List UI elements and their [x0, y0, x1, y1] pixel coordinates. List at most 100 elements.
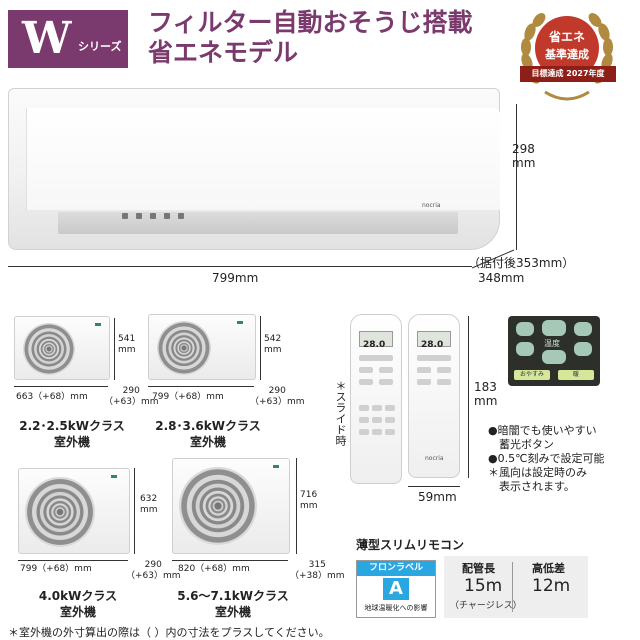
odu2-width-line — [148, 386, 254, 387]
odu2-depth-value: 290 — [268, 386, 286, 396]
odu1-depth-sub: （+63）mm — [104, 397, 159, 407]
series-suffix: シリーズ — [78, 40, 122, 53]
odu2-height: 542 mm — [264, 334, 282, 356]
remote-width: 59mm — [418, 490, 457, 504]
odu1-height-value: 541 — [118, 334, 136, 344]
indoor-unit-indicators — [122, 204, 192, 219]
indoor-unit-louver — [58, 212, 458, 234]
freon-label-note: 地球温暖化への影響 — [364, 604, 428, 612]
footnote: ＊室外機の外寸算出の際は（ ）内の寸法をプラスしてください。 — [8, 626, 330, 639]
odu3-height-value: 632 — [140, 494, 158, 504]
odu3-name: 4.0kWクラス — [38, 589, 118, 603]
fan-grille-icon — [157, 321, 211, 375]
indoor-height-value: 298 — [512, 142, 535, 156]
odu4-height-value: 716 — [300, 490, 318, 500]
odu2-label: 2.8･3.6kWクラス 室外機 — [148, 418, 268, 450]
feature-line-5: 表示されます。 — [488, 480, 575, 493]
odu3-width: 799（+68）mm — [20, 564, 92, 574]
spec-head-height: 高低差 — [532, 562, 565, 575]
closeup-left-label: おやすみ — [514, 370, 550, 380]
remote-buttons-closeup: 温度 おやすみ 暖 — [508, 316, 600, 386]
odu3-height-line — [134, 468, 135, 554]
odu1-height-line — [114, 318, 115, 380]
odu3-height: 632 mm — [140, 494, 158, 516]
outdoor-unit-2-image — [148, 314, 256, 380]
spec-sub-pipe: （チャージレス） — [450, 601, 522, 611]
depth-dimension-line — [471, 249, 515, 269]
remote-height-unit: mm — [474, 394, 498, 408]
freon-label-grade: A — [383, 578, 409, 600]
odu2-height-line — [260, 316, 261, 380]
odu4-depth-value: 315 — [308, 560, 326, 570]
odu1-height-unit: mm — [118, 345, 136, 355]
freon-label-badge: フロンラベル A 地球温暖化への影響 — [356, 560, 436, 618]
fan-grille-icon — [179, 467, 257, 545]
freon-label-title: フロンラベル — [357, 561, 435, 576]
odu1-width: 663（+68）mm — [16, 392, 88, 402]
headline: フィルター自動おそうじ搭載 省エネモデル — [148, 8, 473, 68]
indoor-depth-note: （据付後353mm） — [468, 256, 575, 270]
odu1-name: 2.2･2.5kWクラス — [19, 419, 125, 433]
indoor-depth: 348mm — [478, 271, 525, 285]
odu3-height-unit: mm — [140, 505, 158, 515]
odu3-depth-sub: （+63）mm — [126, 571, 181, 581]
odu2-depth: 290 （+63）mm — [250, 386, 305, 408]
odu4-height-line — [296, 458, 297, 554]
closeup-center-label: 温度 — [544, 339, 560, 348]
remote-width-line — [408, 486, 460, 487]
series-letter: W — [22, 13, 72, 64]
medal-line2: 基準達成 — [545, 48, 589, 61]
odu4-depth-sub: （+38）mm — [290, 571, 345, 581]
remote-title: 薄型スリムリモコン — [356, 538, 465, 552]
feature-line-1: ●暗闇でも使いやすい — [488, 424, 597, 437]
indoor-height-unit: mm — [512, 156, 536, 170]
odu1-depth-value: 290 — [122, 386, 140, 396]
odu2-height-value: 542 — [264, 334, 282, 344]
odu2-width: 799（+68）mm — [152, 392, 224, 402]
width-dimension-line — [8, 266, 472, 267]
odu2-name: 2.8･3.6kWクラス — [155, 419, 261, 433]
odu2-height-unit: mm — [264, 345, 282, 355]
medal-ribbon: 目標達成 2027年度 — [520, 66, 616, 82]
series-badge: W シリーズ — [8, 10, 128, 68]
odu1-label: 2.2･2.5kWクラス 室外機 — [12, 418, 132, 450]
feature-line-3: ●0.5℃刻みで設定可能 — [488, 452, 605, 465]
odu4-width-line — [172, 560, 288, 561]
height-dimension-line — [516, 104, 517, 250]
odu4-label: 5.6～7.1kWクラス 室外機 — [168, 588, 298, 620]
outdoor-unit-1-image — [14, 316, 110, 380]
headline-line1: フィルター自動おそうじ搭載 — [148, 8, 473, 37]
remote-brand: nocria — [425, 455, 444, 462]
slide-note: ＊スライド時 — [334, 380, 347, 446]
spec-head-pipe: 配管長 — [462, 562, 495, 575]
remote-height-value: 183 — [474, 380, 497, 394]
odu4-height: 716 mm — [300, 490, 318, 512]
odu3-name-sub: 室外機 — [59, 605, 96, 619]
remote-screen-value-2: 28.0 — [421, 340, 444, 350]
odu1-height: 541 mm — [118, 334, 136, 356]
remote-slid-image: 28.0 — [350, 314, 402, 484]
remote-closed-image: 28.0 nocria — [408, 314, 460, 478]
indoor-width: 799mm — [212, 271, 259, 285]
remote-height-line — [468, 316, 469, 478]
outdoor-unit-3-image — [18, 468, 130, 554]
odu4-height-unit: mm — [300, 501, 318, 511]
indoor-unit-front-panel — [26, 108, 500, 210]
odu3-depth: 290 （+63）mm — [126, 560, 181, 582]
remote-screen-value-1: 28.0 — [363, 340, 386, 350]
feature-line-4: ＊風向は設定時のみ — [488, 466, 587, 479]
spec-value-pipe: 15m — [464, 576, 503, 596]
odu3-width-line — [18, 560, 128, 561]
feature-line-2: 蓄光ボタン — [488, 438, 554, 451]
spec-value-height: 12m — [532, 576, 571, 596]
outdoor-unit-4-image — [172, 458, 290, 554]
odu4-name-sub: 室外機 — [214, 605, 251, 619]
odu1-depth: 290 （+63）mm — [104, 386, 159, 408]
fan-grille-icon — [25, 477, 95, 547]
spec-box: 配管長 15m （チャージレス） 高低差 12m — [444, 556, 588, 618]
odu3-label: 4.0kWクラス 室外機 — [18, 588, 138, 620]
headline-line2: 省エネモデル — [148, 38, 299, 67]
closeup-right-label: 暖 — [558, 370, 594, 380]
odu4-depth: 315 （+38）mm — [290, 560, 345, 582]
odu1-width-line — [14, 386, 108, 387]
